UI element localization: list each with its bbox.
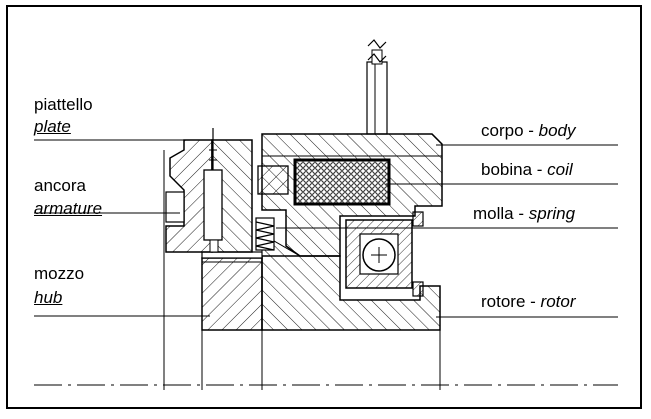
friction-disc bbox=[201, 251, 263, 259]
label-plate-en: plate bbox=[34, 117, 71, 136]
label-spring-it: molla bbox=[473, 204, 514, 223]
label-spring: molla - spring bbox=[473, 204, 575, 224]
label-coil-en: coil bbox=[547, 160, 573, 179]
label-rotor: rotore - rotor bbox=[481, 292, 576, 312]
plate-pin bbox=[203, 128, 223, 253]
body-cap bbox=[257, 165, 289, 195]
label-body-sep: - bbox=[523, 121, 539, 140]
spring bbox=[255, 217, 275, 251]
label-hub-it: mozzo bbox=[34, 264, 85, 283]
cable-lead bbox=[366, 39, 388, 135]
label-rotor-sep: - bbox=[525, 292, 541, 311]
label-armature-it: ancora bbox=[34, 176, 86, 195]
label-body-it: corpo bbox=[481, 121, 524, 140]
extension-lines bbox=[163, 150, 441, 390]
label-rotor-en: rotor bbox=[540, 292, 576, 311]
plate bbox=[165, 139, 213, 253]
label-coil-sep: - bbox=[532, 160, 548, 179]
label-coil: bobina - coil bbox=[481, 160, 573, 180]
coil-winding bbox=[293, 158, 391, 206]
label-body: corpo - body bbox=[481, 121, 576, 141]
label-rotor-it: rotore bbox=[481, 292, 526, 311]
label-armature-en: armature bbox=[34, 199, 103, 218]
label-spring-en: spring bbox=[528, 204, 576, 223]
ball-bearing bbox=[345, 219, 413, 289]
label-plate-it: piattello bbox=[34, 95, 93, 114]
label-spring-sep: - bbox=[513, 204, 529, 223]
hub bbox=[201, 257, 263, 331]
label-hub-en: hub bbox=[34, 288, 63, 307]
retaining-rings bbox=[412, 211, 424, 297]
label-coil-it: bobina bbox=[481, 160, 533, 179]
leader-lines bbox=[34, 139, 618, 318]
label-body-en: body bbox=[538, 121, 576, 140]
